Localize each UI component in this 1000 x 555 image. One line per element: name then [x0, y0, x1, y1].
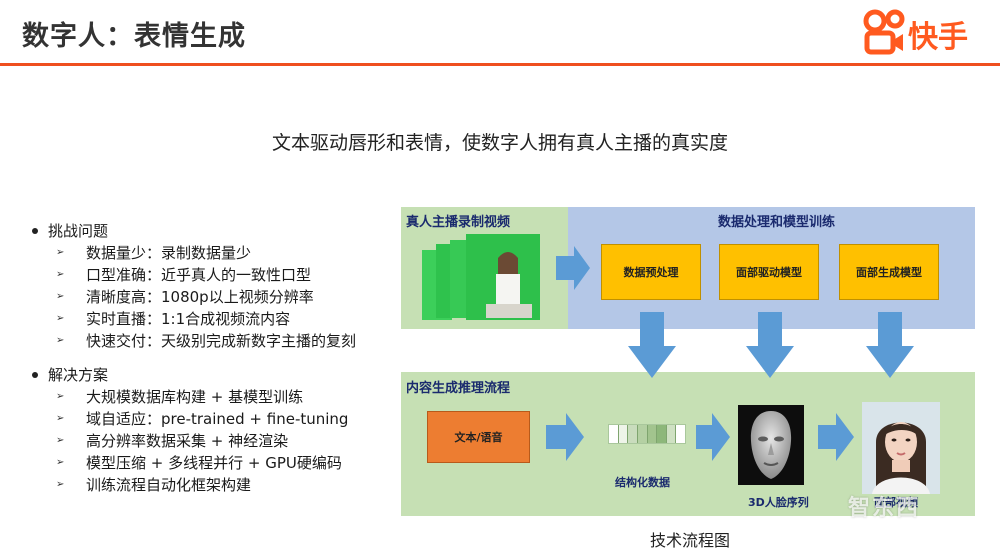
list-item: ➢ 大规模数据库构建 + 基模型训练 [32, 386, 392, 408]
list-item: ➢ 口型准确：近乎真人的一致性口型 [32, 264, 392, 286]
list-item-text: 清晰度高：1080p以上视频分辨率 [86, 288, 314, 306]
chevron-right-icon: ➢ [56, 457, 65, 468]
kuaishou-logo-icon [863, 9, 905, 55]
list-item: ➢ 训练流程自动化框架构建 [32, 474, 392, 496]
green-screen-video-frames [422, 234, 540, 320]
watermark-logo: 智东西 [848, 496, 921, 521]
chevron-right-icon: ➢ [56, 247, 65, 258]
solutions-heading: 解决方案 [48, 366, 109, 384]
list-item-text: 训练流程自动化框架构建 [86, 476, 252, 494]
list-item: ➢ 域自适应：pre-trained + fine-tuning [32, 408, 392, 430]
page-title: 数字人：表情生成 [22, 21, 246, 52]
list-item: ➢ 快速交付：天级别完成新数字主播的复刻 [32, 330, 392, 352]
face-gen-model-box: 面部生成模型 [839, 244, 939, 300]
list-item: ➢ 数据量少：录制数据量少 [32, 242, 392, 264]
chevron-right-icon: ➢ [56, 269, 65, 280]
figure-caption: 技术流程图 [649, 531, 730, 550]
face-drive-model-box: 面部驱动模型 [719, 244, 819, 300]
list-item: ➢ 高分辨率数据采集 + 神经渲染 [32, 430, 392, 452]
list-item-text: 高分辨率数据采集 + 神经渲染 [86, 432, 289, 450]
section-heading: 挑战问题 [32, 220, 392, 242]
chevron-right-icon: ➢ [56, 335, 65, 346]
training-panel-title: 数据处理和模型训练 [718, 215, 836, 230]
bullet-dot-icon [32, 228, 38, 234]
bullet-dot-icon [32, 372, 38, 378]
structured-data-strip [608, 424, 686, 444]
challenges-heading: 挑战问题 [48, 222, 109, 240]
chevron-right-icon: ➢ [56, 313, 65, 324]
chevron-right-icon: ➢ [56, 479, 65, 490]
section-heading: 解决方案 [32, 364, 392, 386]
list-item-text: 大规模数据库构建 + 基模型训练 [86, 388, 304, 406]
list-item: ➢ 清晰度高：1080p以上视频分辨率 [32, 286, 392, 308]
list-item: ➢ 模型压缩 + 多线程并行 + GPU硬编码 [32, 452, 392, 474]
list-item-text: 域自适应：pre-trained + fine-tuning [86, 410, 349, 428]
generated-face-video-image [862, 402, 940, 494]
slide-subtitle: 文本驱动唇形和表情，使数字人拥有真人主播的真实度 [271, 132, 728, 154]
list-item-text: 数据量少：录制数据量少 [86, 244, 252, 262]
solutions-section: 解决方案 ➢ 大规模数据库构建 + 基模型训练 ➢ 域自适应：pre-trained… [32, 364, 392, 496]
list-item-text: 实时直播：1:1合成视频流内容 [86, 310, 291, 328]
list-item: ➢ 实时直播：1:1合成视频流内容 [32, 308, 392, 330]
list-item-text: 口型准确：近乎真人的一致性口型 [86, 266, 312, 284]
structured-data-label: 结构化数据 [615, 476, 670, 489]
recording-panel-title: 真人主播录制视频 [406, 215, 511, 230]
logo-text: 快手 [908, 20, 968, 55]
chevron-right-icon: ➢ [56, 413, 65, 424]
bullet-list: 挑战问题 ➢ 数据量少：录制数据量少 ➢ 口型准确：近乎真人的一致性口型 ➢ 清晰度高… [32, 220, 392, 508]
list-item-text: 快速交付：天级别完成新数字主播的复刻 [86, 332, 357, 350]
list-item-text: 模型压缩 + 多线程并行 + GPU硬编码 [86, 454, 342, 472]
inference-panel-title: 内容生成推理流程 [406, 381, 511, 396]
face-sequence-label: 3D人脸序列 [748, 496, 809, 509]
data-preprocess-box: 数据预处理 [601, 244, 701, 300]
chevron-right-icon: ➢ [56, 291, 65, 302]
3d-face-mesh-image [738, 405, 804, 485]
header-divider [0, 63, 1000, 66]
face-video-label: 面部视频 [874, 496, 918, 509]
chevron-right-icon: ➢ [56, 435, 65, 446]
challenges-section: 挑战问题 ➢ 数据量少：录制数据量少 ➢ 口型准确：近乎真人的一致性口型 ➢ 清晰度高… [32, 220, 392, 352]
chevron-right-icon: ➢ [56, 391, 65, 402]
text-speech-input-box: 文本/语音 [427, 411, 530, 463]
